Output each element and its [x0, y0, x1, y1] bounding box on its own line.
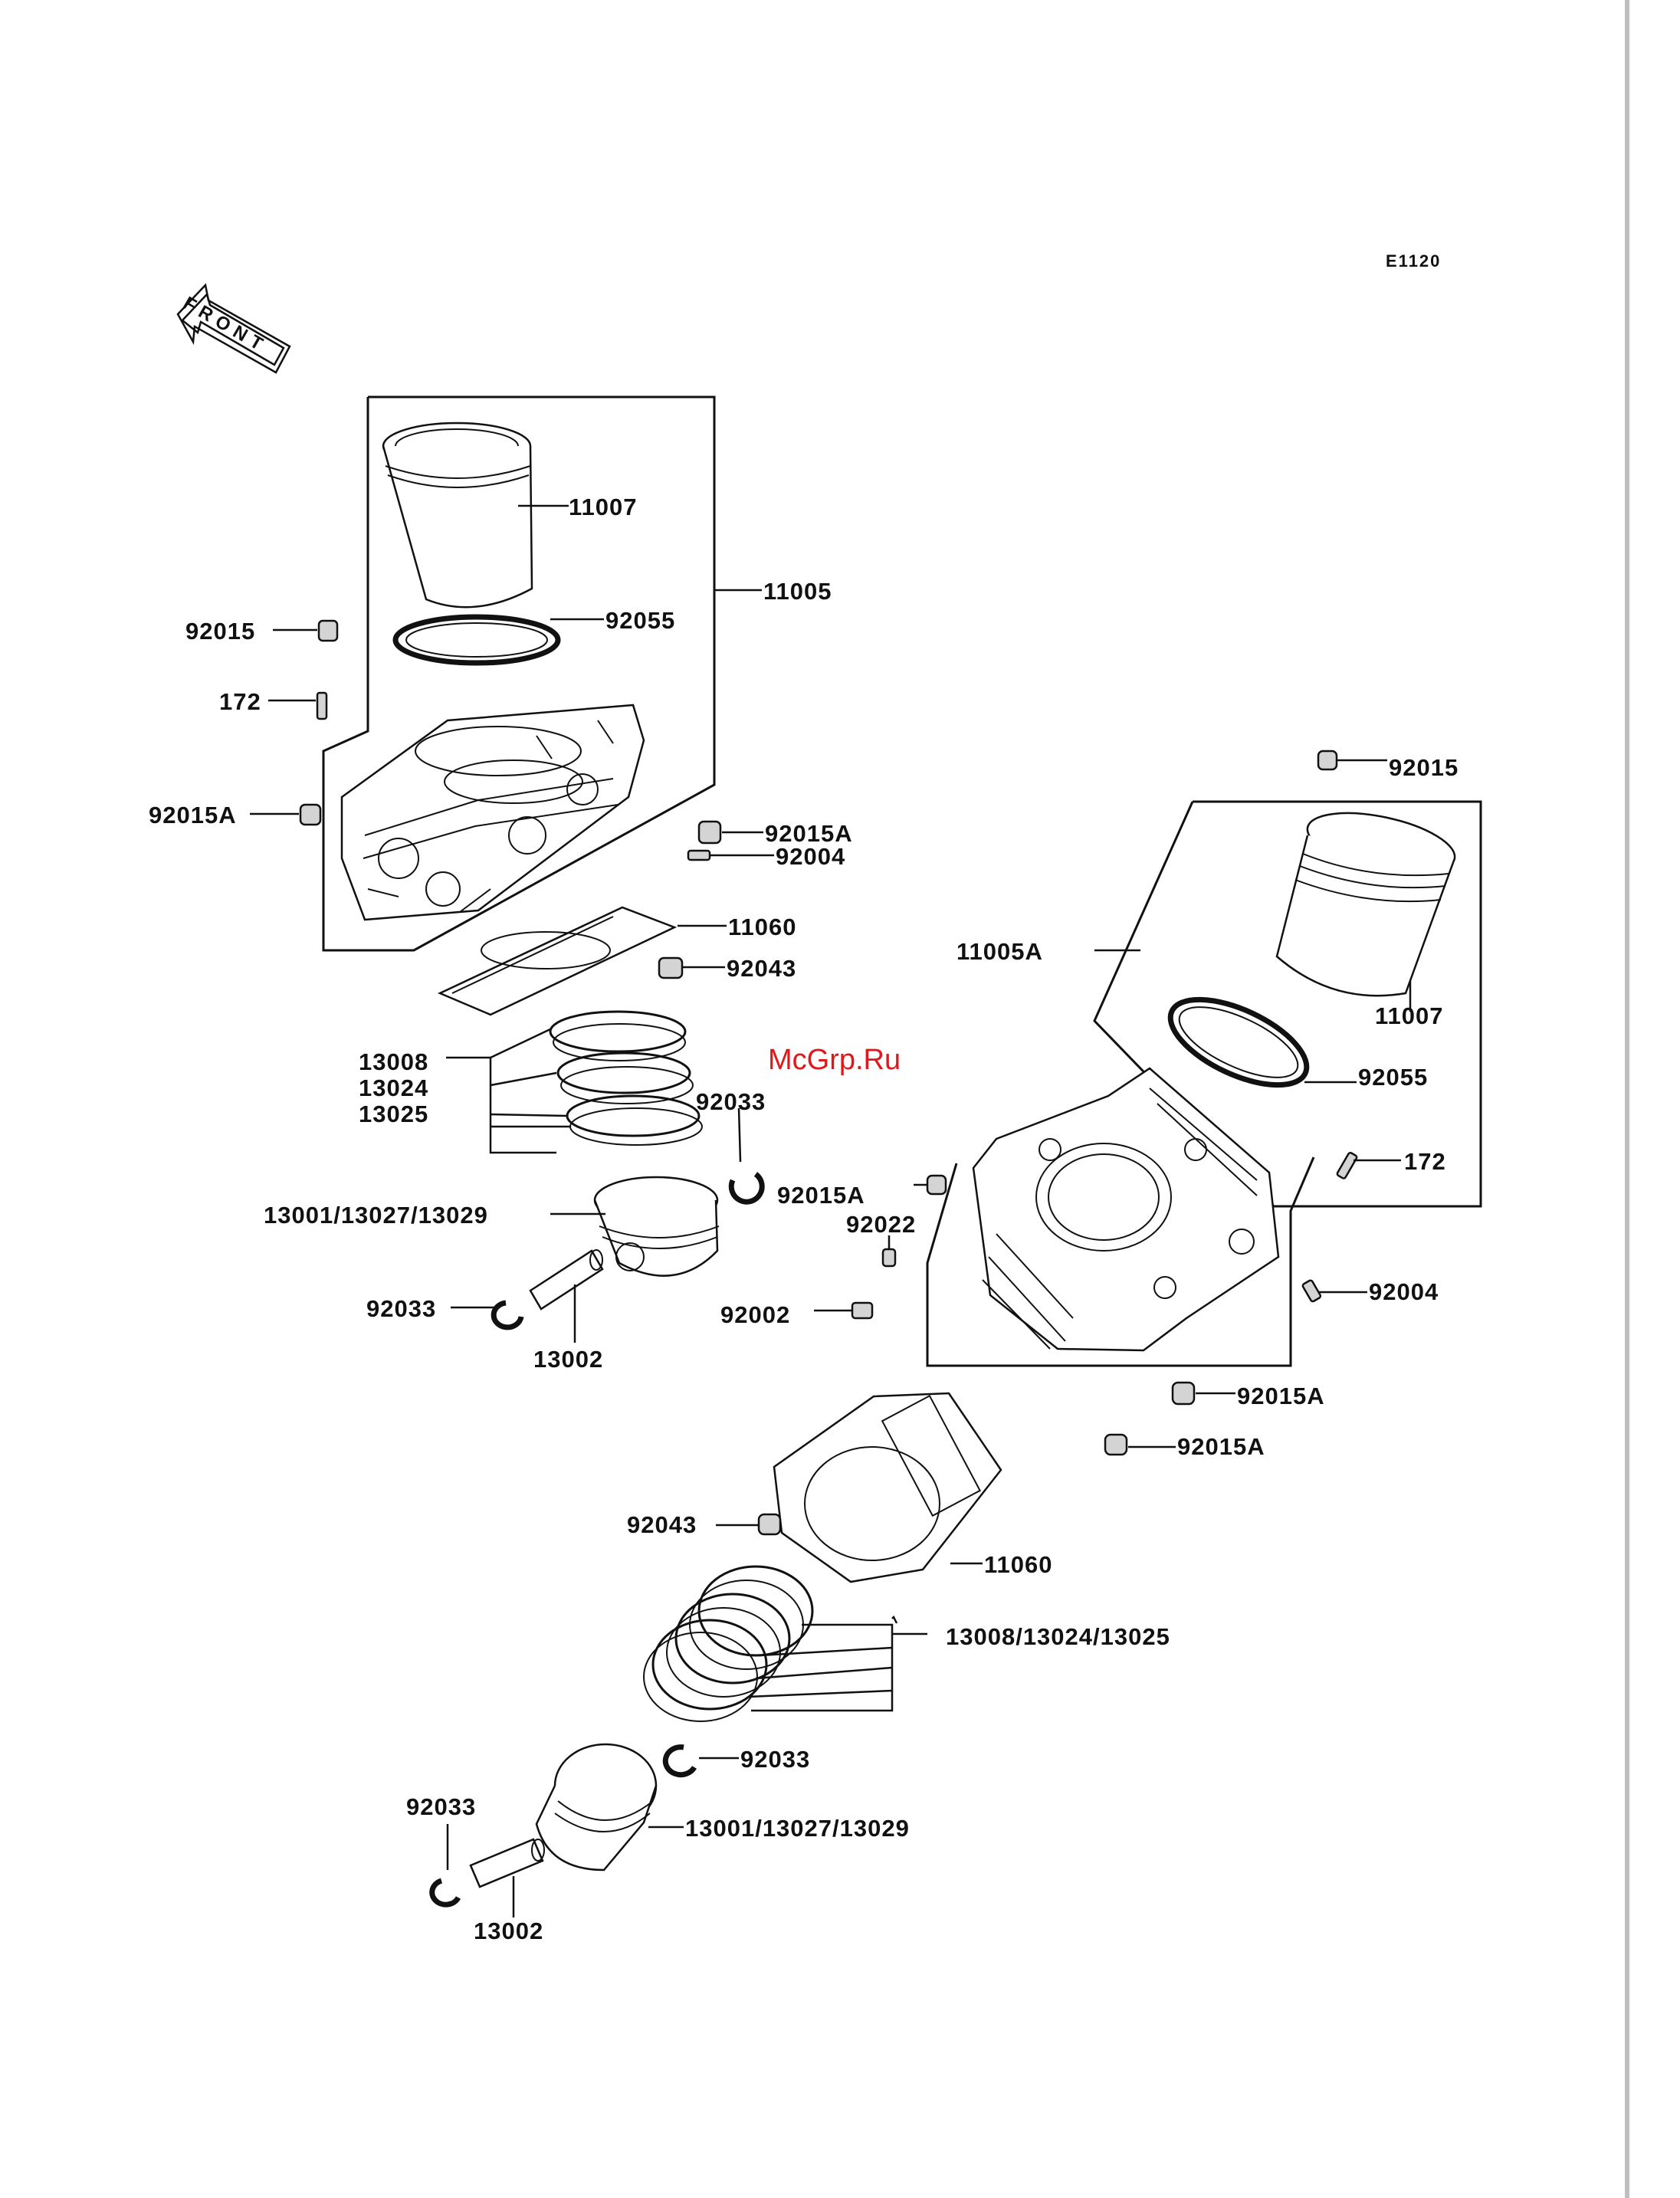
nut-92015a-low2 — [1105, 1435, 1127, 1455]
label-13008-top: 13008 — [359, 1050, 428, 1074]
label-92043-top: 92043 — [727, 956, 796, 980]
label-92015a-low1: 92015A — [1237, 1384, 1325, 1408]
label-13002-bottom: 13002 — [474, 1919, 543, 1943]
bolt-92004-top — [688, 851, 710, 860]
label-92015a-low2: 92015A — [1177, 1435, 1265, 1458]
label-11060-bottom: 11060 — [984, 1553, 1053, 1576]
diagram-code: E1120 — [1386, 253, 1441, 270]
label-11005a: 11005A — [956, 940, 1043, 963]
o-ring-bottom — [1158, 982, 1319, 1102]
nut-92015a-top-left — [300, 805, 320, 825]
circlip-bottom-left — [432, 1881, 458, 1904]
label-13025-top: 13025 — [359, 1102, 428, 1126]
bolt-92002 — [852, 1303, 872, 1318]
label-92015-bottom: 92015 — [1389, 756, 1459, 779]
watermark: McGrp.Ru — [768, 1045, 901, 1074]
label-92033-bottom-left: 92033 — [406, 1795, 476, 1819]
nut-92015a-top-right — [699, 822, 720, 843]
circlip-bottom-right — [665, 1747, 694, 1775]
label-11007-bottom: 11007 — [1375, 1004, 1444, 1028]
piston-rings-top — [550, 1012, 702, 1145]
label-11060-top: 11060 — [728, 915, 797, 939]
stud-172-top — [317, 693, 326, 719]
label-92055-bottom: 92055 — [1358, 1065, 1428, 1089]
base-gasket-top — [440, 907, 674, 1015]
cylinder-sleeve-bottom — [1277, 802, 1460, 996]
circlip-top-right — [731, 1174, 762, 1202]
label-92015a-mid: 92015A — [777, 1183, 865, 1207]
label-13002-top: 13002 — [533, 1347, 603, 1371]
piston-pin-top — [530, 1250, 602, 1309]
label-13008-bottom: 13008/13024/13025 — [946, 1625, 1170, 1648]
cylinder-block-top — [342, 705, 644, 920]
dowel-92043-top — [659, 958, 682, 978]
piston-rings-bottom — [644, 1566, 812, 1721]
label-92055-top: 92055 — [605, 609, 675, 632]
piston-bottom — [536, 1744, 656, 1870]
piston-pin-bottom — [471, 1839, 544, 1887]
nut-92015a-mid — [927, 1176, 946, 1194]
o-ring-top — [395, 617, 558, 663]
bolt-92004-bottom — [1302, 1280, 1321, 1303]
label-92015-top: 92015 — [185, 619, 255, 643]
label-92015a-top-left: 92015A — [149, 803, 237, 827]
label-92022: 92022 — [846, 1212, 916, 1236]
label-92002: 92002 — [720, 1303, 790, 1327]
label-92043-bottom: 92043 — [627, 1513, 697, 1537]
label-92004-bottom: 92004 — [1369, 1280, 1439, 1304]
label-13024-top: 13024 — [359, 1076, 428, 1100]
label-92033-top-left: 92033 — [366, 1297, 436, 1320]
label-13001-bottom: 13001/13027/13029 — [685, 1816, 910, 1840]
label-92033-top-right: 92033 — [696, 1090, 766, 1114]
cap-nut-92015-bottom — [1318, 751, 1337, 769]
label-11007-top: 11007 — [569, 495, 638, 519]
cap-nut-92015-top — [319, 621, 337, 641]
washer-92022 — [883, 1249, 895, 1266]
label-92004-top: 92004 — [776, 845, 845, 868]
piston-top — [595, 1177, 719, 1276]
label-172-top: 172 — [219, 690, 261, 714]
label-92033-bottom-right: 92033 — [740, 1747, 810, 1771]
dowel-92043-bottom — [759, 1514, 780, 1534]
label-11005-top: 11005 — [763, 579, 832, 603]
label-172-bottom: 172 — [1404, 1150, 1446, 1173]
nut-92015a-low1 — [1173, 1383, 1194, 1404]
stud-172-bottom — [1337, 1152, 1357, 1179]
cylinder-block-bottom — [973, 1068, 1278, 1350]
cylinder-sleeve-top — [383, 423, 532, 607]
label-92015a-top-right: 92015A — [765, 822, 853, 845]
base-gasket-bottom — [774, 1393, 1001, 1582]
label-13001-top: 13001/13027/13029 — [264, 1203, 488, 1227]
